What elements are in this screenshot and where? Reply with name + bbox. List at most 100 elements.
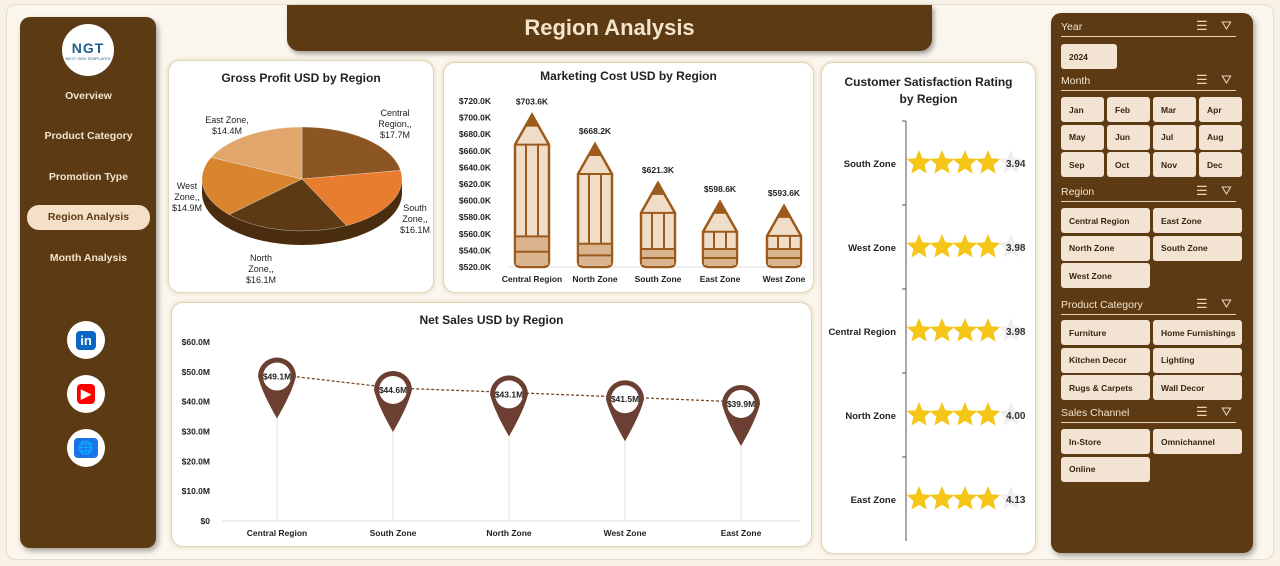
- data-label: $621.3K: [642, 165, 675, 175]
- x-tick-label: West Zone: [604, 528, 647, 538]
- star-icon: [952, 150, 978, 174]
- star-icon: [975, 150, 1001, 174]
- slicer-item[interactable]: Mar: [1153, 97, 1196, 122]
- data-label: 4.13: [1006, 495, 1026, 506]
- slicer-item[interactable]: Furniture: [1061, 320, 1150, 345]
- pie-slice[interactable]: [228, 178, 347, 232]
- globe-button[interactable]: 🌐: [67, 429, 105, 467]
- chart-title: Gross Profit USD by Region: [221, 71, 381, 85]
- slicer-item[interactable]: Home Furnishings: [1153, 320, 1242, 345]
- star-rating[interactable]: [906, 234, 1024, 258]
- nav-promotion-type[interactable]: Promotion Type: [48, 170, 129, 183]
- slicer-item[interactable]: East Zone: [1153, 208, 1242, 233]
- slicer-item[interactable]: Aug: [1199, 124, 1242, 150]
- star-icon: [998, 150, 1024, 174]
- star-icon: [975, 318, 1001, 342]
- y-tick-label: $540.0K: [459, 245, 492, 255]
- slicer-item[interactable]: Jul: [1153, 124, 1196, 150]
- star-rating[interactable]: [906, 402, 1024, 426]
- slicer-region-header: Region☰⛛: [1061, 183, 1236, 202]
- star-icon: [975, 402, 1001, 426]
- multi-select-icon[interactable]: ☰: [1196, 183, 1208, 198]
- slicer-item[interactable]: Nov: [1153, 152, 1196, 177]
- star-icon: [906, 402, 932, 426]
- clear-filter-icon[interactable]: ⛛: [1221, 72, 1232, 87]
- slicer-item[interactable]: Online: [1061, 456, 1150, 482]
- star-icon: [975, 486, 1001, 510]
- pie-slice[interactable]: [301, 126, 401, 180]
- star-icon: [998, 402, 1024, 426]
- data-label: $41.5M: [611, 394, 639, 404]
- multi-select-icon[interactable]: ☰: [1196, 404, 1208, 419]
- pencil-bar[interactable]: [639, 180, 677, 269]
- pencil-bar[interactable]: [765, 203, 803, 269]
- slicer-title: Product Category: [1061, 299, 1143, 311]
- nav-product-category[interactable]: Product Category: [44, 130, 133, 142]
- star-icon: [952, 402, 978, 426]
- multi-select-icon[interactable]: ☰: [1196, 296, 1208, 311]
- clear-filter-icon[interactable]: ⛛: [1221, 183, 1232, 198]
- globe-icon: 🌐: [73, 438, 99, 458]
- star-rating[interactable]: [906, 150, 1024, 174]
- pencil-bar[interactable]: [513, 112, 551, 269]
- slicer-item[interactable]: Sep: [1061, 152, 1104, 177]
- clear-filter-icon[interactable]: ⛛: [1221, 18, 1232, 33]
- slicer-item[interactable]: Omnichannel: [1153, 429, 1242, 454]
- slicer-item[interactable]: Jun: [1107, 124, 1150, 150]
- slicer-item[interactable]: South Zone: [1153, 235, 1242, 261]
- slicer-item[interactable]: West Zone: [1061, 263, 1150, 288]
- slicer-item[interactable]: Central Region: [1061, 208, 1150, 233]
- slicer-item[interactable]: Jan: [1061, 97, 1104, 122]
- slicer-item[interactable]: May: [1061, 124, 1104, 150]
- data-label: $703.6K: [516, 97, 549, 107]
- star-icon: [906, 234, 932, 258]
- pin-marker[interactable]: [606, 380, 644, 521]
- pie-slice[interactable]: [201, 157, 303, 215]
- youtube-icon: ▶: [77, 384, 95, 404]
- pie-slice[interactable]: [210, 126, 303, 180]
- pin-marker[interactable]: [258, 357, 296, 521]
- y-tick-label: West Zone: [848, 243, 896, 254]
- star-icon: [929, 402, 955, 426]
- pin-marker[interactable]: [490, 375, 528, 521]
- slicer-item[interactable]: 2024: [1061, 44, 1117, 69]
- multi-select-icon[interactable]: ☰: [1196, 18, 1208, 33]
- x-tick-label: East Zone: [700, 274, 741, 284]
- clear-filter-icon[interactable]: ⛛: [1221, 404, 1232, 419]
- y-tick-label: East Zone: [851, 495, 896, 506]
- star-icon: [906, 486, 932, 510]
- y-tick-label: North Zone: [845, 411, 896, 422]
- slicer-item[interactable]: Rugs & Carpets: [1061, 375, 1150, 400]
- slicer-item[interactable]: Feb: [1107, 97, 1150, 122]
- slicer-item[interactable]: In-Store: [1061, 429, 1150, 454]
- pin-marker[interactable]: [374, 370, 412, 521]
- nav-month-analysis[interactable]: Month Analysis: [49, 251, 128, 264]
- slicer-item[interactable]: Apr: [1199, 97, 1242, 122]
- x-tick-label: North Zone: [486, 528, 532, 538]
- clear-filter-icon[interactable]: ⛛: [1221, 296, 1232, 311]
- page-title: Region Analysis: [287, 5, 932, 51]
- multi-select-icon[interactable]: ☰: [1196, 72, 1208, 87]
- slicer-item[interactable]: Kitchen Decor: [1061, 347, 1150, 373]
- slicer-item[interactable]: Lighting: [1153, 347, 1242, 373]
- pencil-bar[interactable]: [701, 199, 739, 269]
- linkedin-button[interactable]: in: [67, 321, 105, 359]
- slicer-item[interactable]: Wall Decor: [1153, 375, 1242, 400]
- star-rating[interactable]: [906, 486, 1024, 510]
- slicer-item[interactable]: North Zone: [1061, 235, 1150, 261]
- net-sales-chart: $0$10.0M$20.0M$30.0M$40.0M$50.0M$60.0M$4…: [182, 337, 800, 538]
- pin-marker[interactable]: [722, 384, 760, 521]
- slicer-item[interactable]: Oct: [1107, 152, 1150, 177]
- nav-overview[interactable]: Overview: [65, 89, 112, 102]
- star-rating[interactable]: [906, 318, 1024, 342]
- youtube-button[interactable]: ▶: [67, 375, 105, 413]
- pencil-bar[interactable]: [576, 141, 614, 269]
- nav-region-analysis[interactable]: Region Analysis: [27, 204, 150, 230]
- y-tick-label: $520.0K: [459, 262, 492, 272]
- slicer-item[interactable]: Dec: [1199, 152, 1242, 177]
- satisfaction-card: Customer Satisfaction Rating by Region S…: [821, 62, 1036, 554]
- data-label: $598.6K: [704, 184, 737, 194]
- y-tick-label: $720.0K: [459, 96, 492, 106]
- pie-slice[interactable]: [301, 170, 403, 226]
